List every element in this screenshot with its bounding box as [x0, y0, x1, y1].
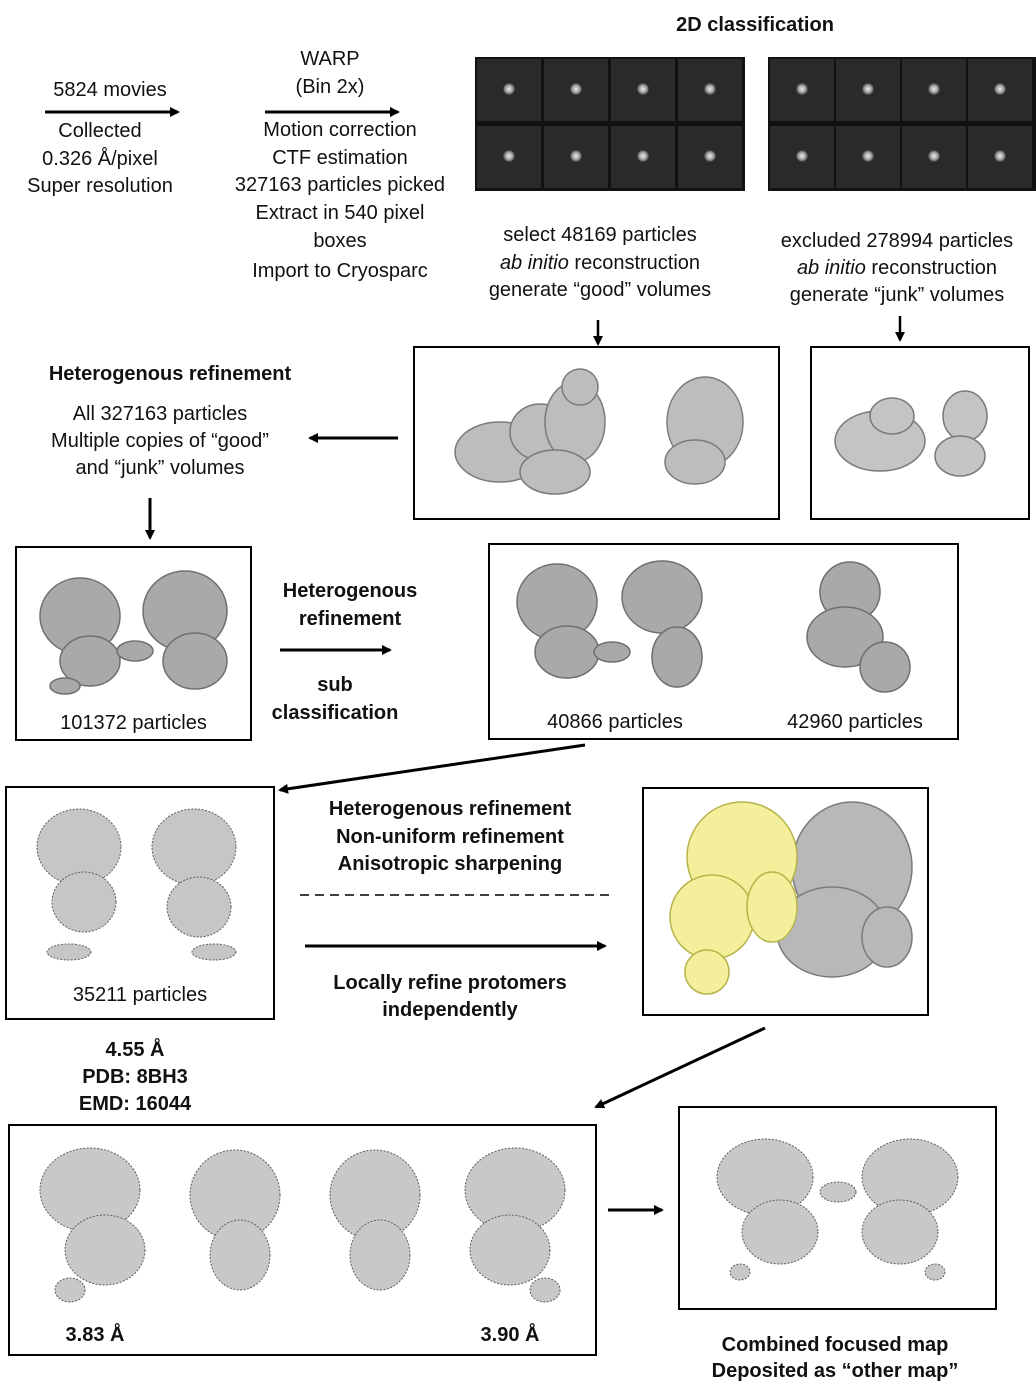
junk-classes-panel	[768, 57, 1036, 191]
label-42960: 42960 particles	[750, 709, 960, 736]
box-35211: 35211 particles	[5, 786, 275, 1020]
dimer-map-35211	[29, 802, 259, 962]
label-40866: 40866 particles	[510, 709, 720, 736]
local-map-a	[30, 1140, 300, 1310]
junk-abinitio-label: ab initio reconstruction	[758, 255, 1036, 282]
result-emd: EMD: 16044	[40, 1091, 230, 1118]
bin-label: (Bin 2x)	[260, 74, 400, 101]
step-independently: independently	[290, 997, 610, 1024]
dimer-map-40866	[512, 557, 712, 697]
arrow-to-352	[280, 745, 585, 790]
step-nonuniform: Non-uniform refinement	[290, 824, 610, 851]
good-select-label: select 48169 particles	[460, 222, 740, 249]
hetero-copies: Multiple copies of “good”	[10, 428, 310, 455]
movies-label: 5824 movies	[30, 77, 190, 104]
combined-label-2: Deposited as “other map”	[670, 1358, 1000, 1385]
collected-label: Collected	[10, 118, 190, 145]
step-hetero: Heterogenous refinement	[290, 796, 610, 823]
good-volumes-label: generate “good” volumes	[460, 277, 740, 304]
dimer-map-101372	[35, 566, 235, 698]
box-101372: 101372 particles	[15, 546, 252, 741]
box-two-classes: 40866 particles 42960 particles	[488, 543, 959, 740]
hetero-all-particles: All 327163 particles	[10, 401, 310, 428]
combined-map-box	[678, 1106, 997, 1310]
boxes-label: boxes	[210, 228, 470, 255]
mid-hetero-title2: refinement	[260, 606, 440, 633]
local-maps-box: 3.83 Å 3.90 Å	[8, 1124, 597, 1356]
hetero-junk: and “junk” volumes	[10, 455, 310, 482]
label-101372: 101372 particles	[17, 710, 250, 737]
step-local-refine: Locally refine protomers	[290, 970, 610, 997]
good-classes-panel	[475, 57, 745, 191]
mid-hetero-title1: Heterogenous	[260, 578, 440, 605]
junk-excluded-label: excluded 278994 particles	[758, 228, 1036, 255]
warp-label: WARP	[260, 46, 400, 73]
good-volumes-box	[413, 346, 780, 520]
arrow-to-local	[596, 1028, 765, 1107]
protomer-mask-box	[642, 787, 929, 1016]
extract-label: Extract in 540 pixel	[210, 200, 470, 227]
motion-correction-label: Motion correction	[210, 117, 470, 144]
mid-classification-label: classification	[255, 700, 415, 727]
pixel-size-label: 0.326 Å/pixel	[10, 146, 190, 173]
label-35211: 35211 particles	[7, 982, 273, 1009]
import-label: Import to Cryosparc	[210, 258, 470, 285]
protomer-mask-map	[652, 797, 922, 1007]
res-3-90: 3.90 Å	[455, 1322, 565, 1349]
junk-volumes-label: generate “junk” volumes	[758, 282, 1036, 309]
result-resolution: 4.55 Å	[40, 1037, 230, 1064]
good-volume-maps	[445, 362, 765, 510]
twod-title: 2D classification	[620, 12, 890, 39]
combined-label-1: Combined focused map	[670, 1332, 1000, 1359]
step-sharpening: Anisotropic sharpening	[290, 851, 610, 878]
mid-sub-label: sub	[255, 672, 415, 699]
monomer-map-42960	[790, 557, 930, 702]
good-abinitio-label: ab initio reconstruction	[460, 250, 740, 277]
junk-volume-maps	[830, 386, 1010, 486]
res-3-83: 3.83 Å	[40, 1322, 150, 1349]
hetero-title: Heterogenous refinement	[10, 361, 330, 388]
combined-map	[710, 1132, 970, 1292]
result-pdb: PDB: 8BH3	[40, 1064, 230, 1091]
local-map-b	[315, 1140, 585, 1310]
junk-volumes-box	[810, 346, 1030, 520]
super-res-label: Super resolution	[10, 173, 190, 200]
ctf-label: CTF estimation	[210, 145, 470, 172]
picked-label: 327163 particles picked	[210, 172, 470, 199]
